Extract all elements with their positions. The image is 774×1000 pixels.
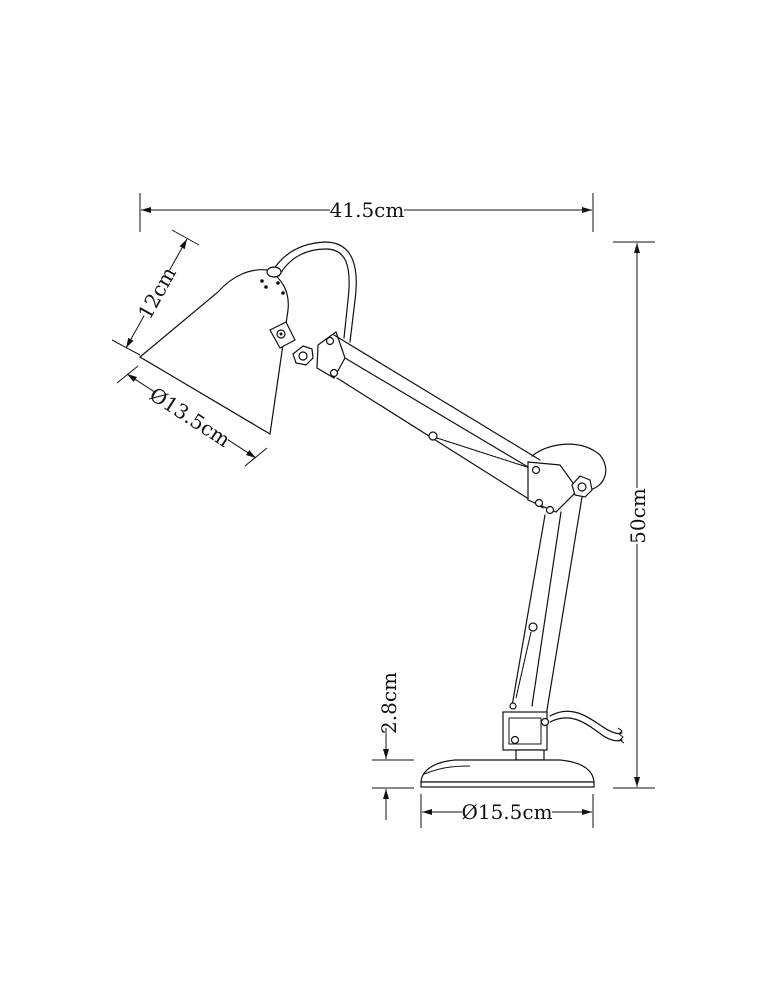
lamp-base	[420, 759, 595, 788]
dimension-base-diameter: Ø15.5cm	[420, 794, 594, 828]
power-cord-elbow	[531, 443, 607, 491]
dimension-total-height: 50cm	[613, 241, 655, 789]
shade-length-label: 12cm	[133, 263, 181, 323]
lower-arm	[511, 496, 583, 717]
upper-spring	[428, 431, 539, 475]
base-height-label: 2.8cm	[377, 672, 401, 734]
total-height-label: 50cm	[626, 488, 650, 544]
dimension-base-height: 2.8cm	[372, 672, 414, 820]
power-cord-base	[549, 710, 623, 735]
head-joint	[292, 331, 346, 379]
lower-spring	[515, 622, 538, 699]
power-cord-top	[271, 241, 357, 343]
total-width-label: 41.5cm	[330, 198, 405, 222]
upper-arm	[333, 334, 561, 509]
elbow-joint	[527, 461, 593, 515]
base-bracket	[502, 702, 550, 761]
desk-lamp	[138, 241, 625, 788]
base-diameter-label: Ø15.5cm	[461, 800, 552, 824]
dimension-total-width: 41.5cm	[139, 193, 594, 232]
